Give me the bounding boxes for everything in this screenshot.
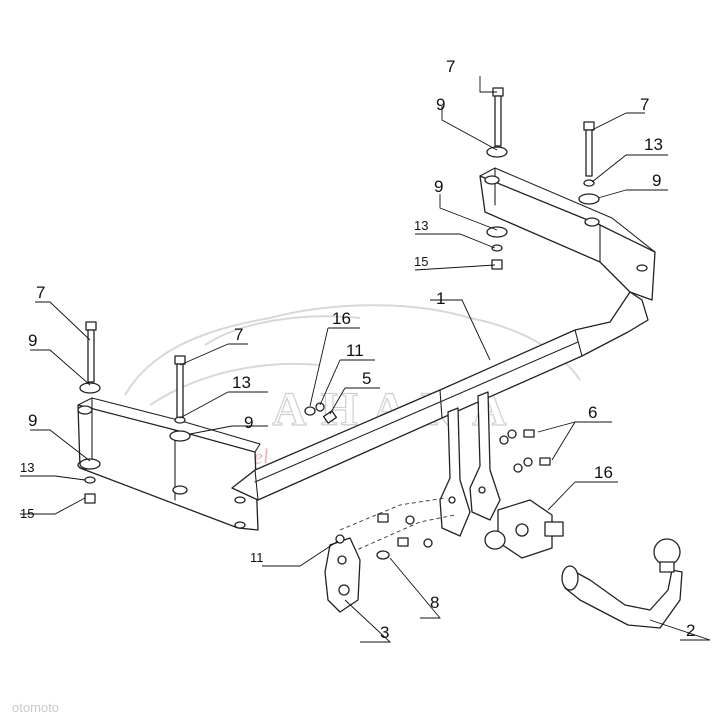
- callout-6: 6: [588, 403, 597, 422]
- callout-7d: 7: [234, 325, 243, 344]
- callout-13d: 13: [20, 460, 34, 475]
- callout-3: 3: [380, 623, 389, 642]
- leader-lines: [20, 76, 711, 643]
- callout-1: 1: [436, 289, 445, 308]
- bolt-7-right: [583, 121, 595, 177]
- bolt-5: [322, 410, 338, 424]
- ball-neck-2: [561, 538, 683, 629]
- bolts-6: [377, 429, 551, 548]
- bolt-7-left: [85, 321, 97, 383]
- callout-9a: 9: [436, 95, 445, 114]
- callout-2: 2: [686, 621, 695, 640]
- callout-9d: 9: [28, 331, 37, 350]
- watermark-corner: otomoto: [12, 700, 59, 715]
- callout-8: 8: [430, 593, 439, 612]
- callout-16b: 16: [594, 463, 613, 482]
- socket-bracket-plates: [339, 391, 501, 553]
- callout-15a: 15: [414, 254, 428, 269]
- bolt-7-top: [492, 87, 504, 147]
- callout-7c: 7: [36, 283, 45, 302]
- callout-9f: 9: [28, 411, 37, 430]
- callout-15b: 15: [20, 506, 34, 521]
- callout-5: 5: [362, 369, 371, 388]
- side-plate-3: [324, 534, 390, 613]
- watermark-car-outline: [124, 304, 581, 406]
- callout-9b: 9: [652, 171, 661, 190]
- washers: [79, 146, 600, 504]
- callout-13c: 13: [232, 373, 251, 392]
- electric-socket-16: [484, 499, 564, 559]
- callout-13b: 13: [644, 135, 663, 154]
- callout-11a: 11: [250, 550, 264, 565]
- callout-labels: 1 2 3 5 6 7 7 7 7 8 9 9 9 9 9 9 9 11 11 …: [20, 57, 695, 642]
- callout-16a: 16: [332, 309, 351, 328]
- main-crossbeam: [77, 167, 656, 531]
- bolt-7-mid: [174, 355, 186, 419]
- callout-11b: 11: [346, 341, 364, 360]
- callout-13a: 13: [414, 218, 428, 233]
- callout-9c: 9: [434, 177, 443, 196]
- callout-9e: 9: [244, 413, 253, 432]
- callout-7a: 7: [446, 57, 455, 76]
- callout-7b: 7: [640, 95, 649, 114]
